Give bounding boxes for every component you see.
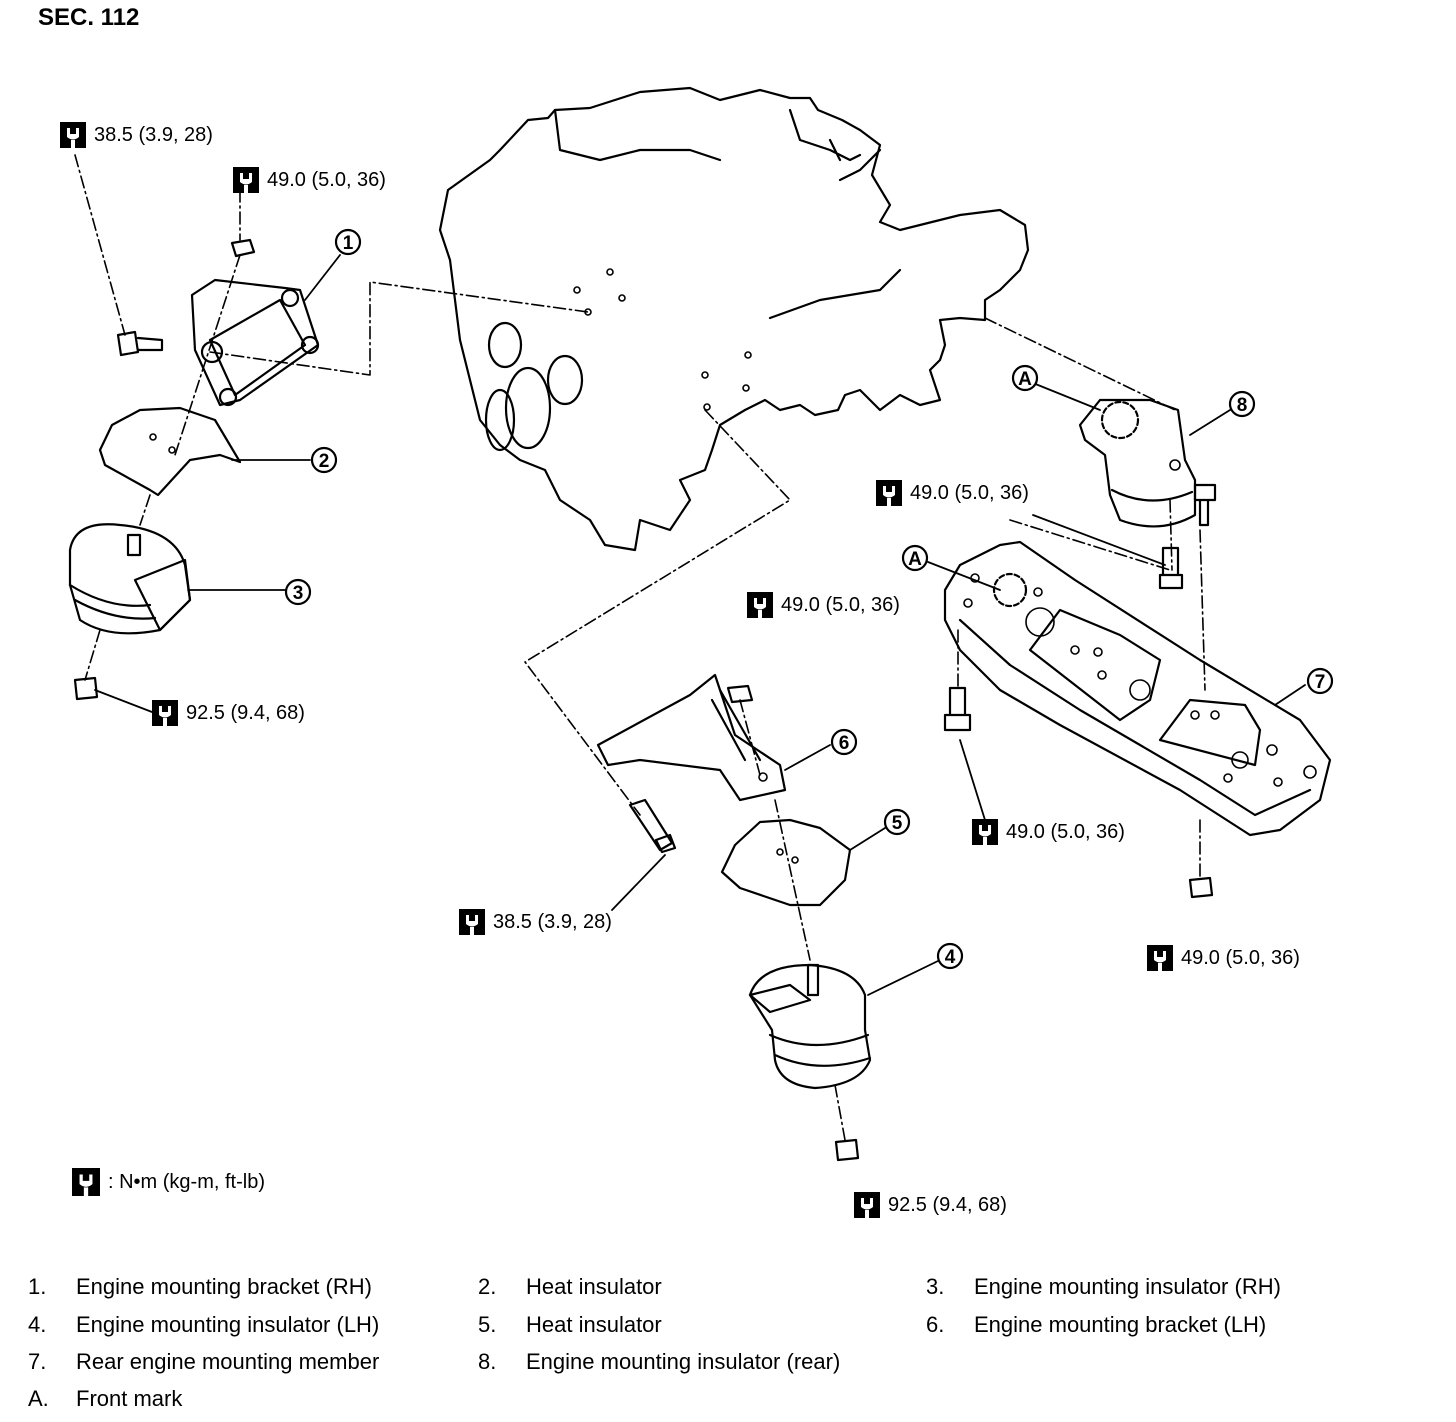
rh-insulator-stud [126,533,142,557]
engine-detail-lines [553,108,902,320]
list-item: 3.Engine mounting insulator (RH) [926,1274,1281,1299]
rh-insulator-rings [68,583,157,620]
torque-wrench-icon [972,819,998,845]
member-front-bolt [943,686,972,732]
part-callout: 8 [1228,390,1256,418]
rear-mounting-insulator [1078,398,1197,528]
torque-wrench-icon [60,122,86,148]
rh-heat-insulator [98,406,242,497]
list-item: 4.Engine mounting insulator (LH) [28,1312,380,1337]
pulley-3 [504,366,552,450]
lh-insulator-stud [806,963,820,997]
lh-insulator-nut [834,1138,860,1162]
rh-bracket-nut [230,238,256,258]
list-item: 2.Heat insulator [478,1274,662,1299]
lh-insulator-rings [768,1033,872,1067]
list-item: 7.Rear engine mounting member [28,1349,380,1374]
torque-wrench-icon [1147,945,1173,971]
engine-outline [438,86,1030,552]
alignment-lines [74,154,1206,1141]
torque-wrench-icon [854,1192,880,1218]
part-callout: 7 [1306,667,1334,695]
rh-insulator-nut [73,676,99,701]
part-callout-label: 1 [343,233,354,254]
torque-wrench-icon [72,1168,100,1196]
list-item: 1.Engine mounting bracket (RH) [28,1274,372,1299]
front-mark-callout: A [901,544,929,572]
torque-label: 49.0 (5.0, 36) [747,592,900,618]
lh-mounting-bracket [596,673,787,802]
lh-bracket-bolt [628,798,677,854]
part-callout: 6 [830,728,858,756]
member-rear-nut [1188,876,1214,899]
front-mark-circle [992,572,1028,608]
lh-insulator-flange [748,983,812,1014]
rear-insulator-lower-bolt [1158,546,1184,590]
part-callout-label: 7 [1315,672,1326,693]
torque-label: 49.0 (5.0, 36) [876,480,1029,506]
torque-label: 38.5 (3.9, 28) [60,122,213,148]
torque-label: 49.0 (5.0, 36) [972,819,1125,845]
section-title: SEC. 112 [38,4,140,31]
list-item: A.Front mark [28,1386,183,1411]
torque-wrench-icon [459,909,485,935]
torque-label: 38.5 (3.9, 28) [459,909,612,935]
torque-wrench-icon [876,480,902,506]
part-callout: 2 [310,446,338,474]
rh-insulator-flange [133,558,192,632]
list-item: 5.Heat insulator [478,1312,662,1337]
member-rear-block [1158,698,1262,767]
front-mark-circle [1100,400,1140,440]
rh-bracket-hole [300,335,320,355]
pulley-4 [484,388,516,452]
lh-heat-insulator [720,818,852,907]
part-callout: 1 [334,228,362,256]
torque-wrench-icon [152,700,178,726]
member-center-block [1028,608,1162,722]
part-callout-label: 2 [319,451,330,472]
part-callout: 5 [883,808,911,836]
torque-wrench-icon [233,167,259,193]
rear-insulator-ring [1110,488,1194,502]
part-callout: 4 [936,942,964,970]
part-callout-label: 4 [945,947,956,968]
front-mark-callout-label: A [1018,369,1032,390]
engine-top-detail [788,108,862,162]
part-callout-label: 6 [839,733,850,754]
torque-label: 49.0 (5.0, 36) [1147,945,1300,971]
rear-insulator-bolt [1193,483,1217,527]
list-item: 6.Engine mounting bracket (LH) [926,1312,1267,1337]
lh-bracket-nut [726,684,754,704]
front-mark-callout: A [1011,364,1039,392]
lh-mounting-insulator [748,963,872,1090]
front-mark-callout-label: A [908,549,922,570]
engine-bolt-holes [573,268,752,411]
rh-bracket-bolt [116,330,164,357]
part-callout-label: 5 [892,813,903,834]
leader-lines [94,254,1306,996]
pulley-2 [546,354,584,406]
rh-bracket-inner [208,298,307,397]
torque-wrench-icon [747,592,773,618]
rear-mounting-member [943,540,1332,837]
rh-bracket-hole [200,340,224,364]
torque-label: 49.0 (5.0, 36) [233,167,386,193]
unit-legend: : N•m (kg-m, ft-lb) [72,1168,265,1196]
torque-label: 92.5 (9.4, 68) [152,700,305,726]
list-item: 8.Engine mounting insulator (rear) [478,1349,841,1374]
member-holes [963,573,1317,787]
rh-bracket-hole [218,387,238,407]
torque-label: 92.5 (9.4, 68) [854,1192,1007,1218]
lh-bracket-gusset [710,688,762,762]
rh-mounting-insulator [68,523,192,635]
part-callout: 3 [284,578,312,606]
rh-bracket-hole [280,288,300,308]
part-callout-label: 3 [293,583,304,604]
member-lower-edge [958,618,1312,817]
part-callout-label: 8 [1237,395,1248,416]
pulley-1 [487,321,523,369]
